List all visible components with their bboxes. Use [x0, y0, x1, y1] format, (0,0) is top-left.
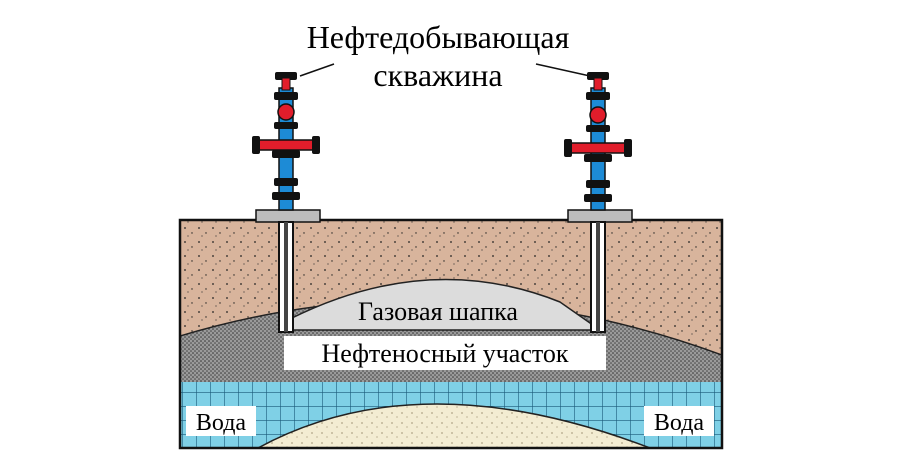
gas-cap-label: Газовая шапка — [358, 297, 518, 326]
water-right-label-bg — [644, 406, 714, 436]
leader-line-right — [535, 63, 591, 77]
sand-lens — [257, 403, 651, 448]
ground-outline — [178, 218, 724, 450]
oil-zone-label-bg — [284, 336, 606, 370]
water-left-label-bg — [186, 406, 256, 436]
oil-zone-label: Нефтеносный участок — [321, 339, 568, 368]
leader-line-left — [299, 63, 335, 77]
water-left-label: Вода — [196, 410, 247, 436]
title-line-1: Нефтедобывающая — [307, 19, 570, 55]
oil-wellhead-icon — [252, 72, 320, 211]
left-well-base — [255, 209, 321, 223]
oil-wellhead-icon — [564, 72, 632, 211]
left-well — [252, 72, 321, 333]
water-right-label: Вода — [654, 410, 705, 436]
right-well — [564, 72, 633, 333]
right-well-base — [567, 209, 633, 223]
title-line-2: скважина — [373, 57, 502, 93]
gas-cap-zone — [291, 278, 603, 331]
